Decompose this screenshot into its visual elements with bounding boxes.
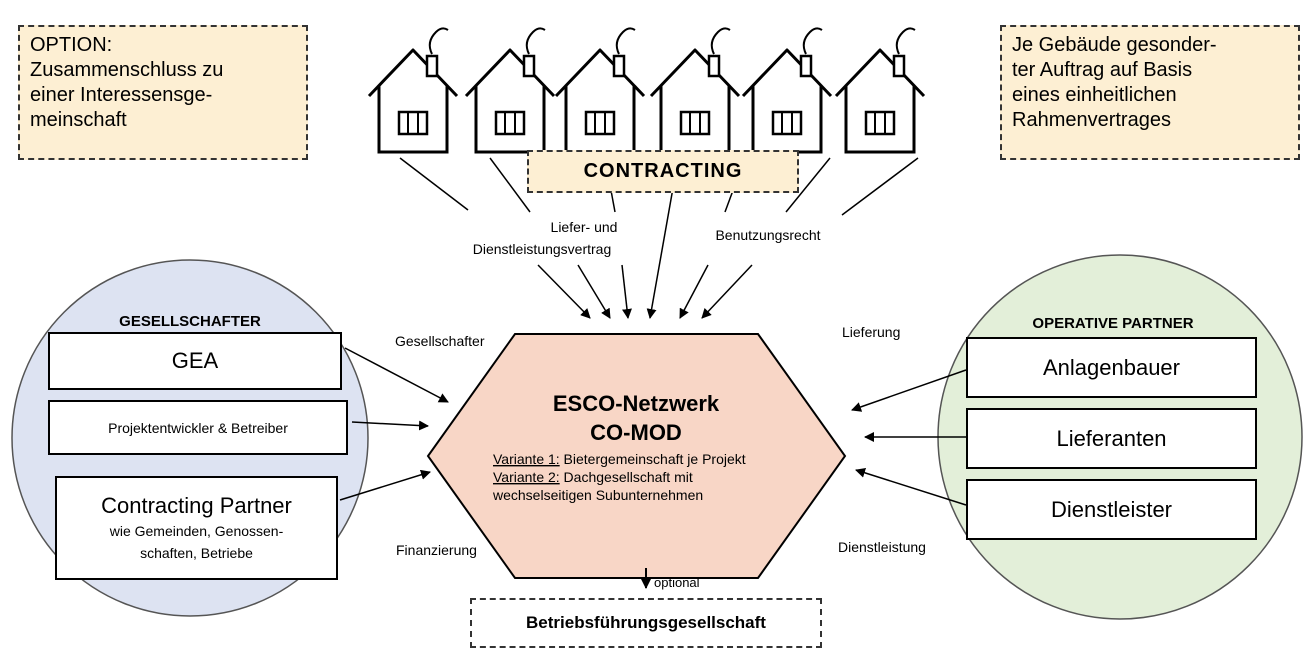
anlagenbauer-label: Anlagenbauer [1042, 354, 1180, 380]
dienstleister-label: Dienstleister [1050, 496, 1173, 522]
contracting-box: CONTRACTING [527, 150, 799, 193]
option-note: OPTION: Zusammenschluss zu einer Interes… [18, 25, 308, 160]
house-connector-line [785, 157, 831, 213]
order-note-line: Rahmenvertrages [1012, 109, 1171, 131]
house-connector-line [399, 157, 469, 211]
contract-arrow [621, 264, 632, 319]
contract-arrow [701, 264, 753, 319]
contracting-partner-box: Contracting Partner wie Gemeinden, Genos… [55, 476, 338, 580]
operating-company-label: Betriebsführungsgesellschaft [526, 613, 766, 632]
contracting-partner-sub1: wie Gemeinden, Genossen- [109, 523, 284, 539]
lieferanten-label: Lieferanten [1056, 425, 1167, 451]
contracting-label: CONTRACTING [583, 160, 743, 182]
esco-network-hexagon [426, 333, 847, 579]
house-icon [554, 26, 646, 154]
optional-label: optional [654, 575, 700, 590]
option-note-line: einer Interessensge- [30, 84, 213, 106]
shareholder-arrow [351, 420, 429, 431]
contract-arrow [679, 264, 709, 319]
dienstleistung-label: Dienstleistung [838, 539, 926, 555]
lieferung-label: Lieferung [842, 324, 900, 340]
esco-title: ESCO-Netzwerk [553, 391, 720, 416]
house-icon [649, 26, 741, 154]
shareholder-arrow [344, 347, 449, 403]
finanzierung-label: Finanzierung [396, 542, 477, 558]
option-note-line: Zusammenschluss zu [30, 59, 224, 81]
contracting-partner-label: Contracting Partner [101, 493, 292, 518]
benutzungsrecht-label: Benutzungsrecht [715, 227, 820, 243]
gesellschafter-label: Gesellschafter [395, 333, 485, 349]
service-arrow [855, 467, 967, 506]
liefer-label-line1: Liefer- und [551, 219, 618, 235]
liefer-label-line2: Dienstleistungsvertrag [473, 241, 612, 257]
house-connector-line [841, 157, 919, 216]
gea-label: GEA [171, 348, 219, 373]
option-note-line: meinschaft [30, 109, 127, 131]
house-icon [464, 26, 556, 154]
shareholders-title: GESELLSCHAFTER [119, 313, 261, 330]
projektentwickler-label: Projektentwickler & Betreiber [108, 419, 288, 436]
variant-2-text: Variante 2: Dachgesellschaft mit [493, 469, 693, 485]
gea-box: GEA [48, 332, 342, 390]
house-connector-line [489, 157, 531, 213]
operating-company-box: Betriebsführungsgesellschaft [470, 598, 822, 648]
dienstleister-box: Dienstleister [966, 479, 1257, 540]
house-icon [367, 26, 459, 154]
delivery-arrow [851, 369, 967, 412]
house-icon [834, 26, 926, 154]
variant-2-text-line2: wechselseitigen Subunternehmen [492, 487, 703, 503]
financing-arrow [339, 469, 431, 501]
projektentwickler-box: Projektentwickler & Betreiber [48, 400, 348, 455]
contract-arrow [537, 264, 591, 319]
house-icon [741, 26, 833, 154]
anlagenbauer-box: Anlagenbauer [966, 337, 1257, 398]
lieferanten-box: Lieferanten [966, 408, 1257, 469]
variant-1-text: Variante 1: Bietergemeinschaft je Projek… [493, 451, 746, 467]
option-note-line: OPTION: [30, 34, 113, 56]
contract-arrow [646, 187, 674, 319]
order-note-line: ter Auftrag auf Basis [1012, 59, 1193, 81]
contracting-partner-sub2: schaften, Betriebe [140, 545, 253, 561]
contract-arrow [577, 264, 611, 319]
order-note: Je Gebäude gesonder- ter Auftrag auf Bas… [1000, 25, 1300, 160]
co-mod-title: CO-MOD [590, 420, 682, 445]
order-note-line: Je Gebäude gesonder- [1012, 34, 1217, 56]
operative-partners-title: OPERATIVE PARTNER [1032, 315, 1193, 332]
order-note-line: eines einheitlichen [1012, 84, 1177, 106]
